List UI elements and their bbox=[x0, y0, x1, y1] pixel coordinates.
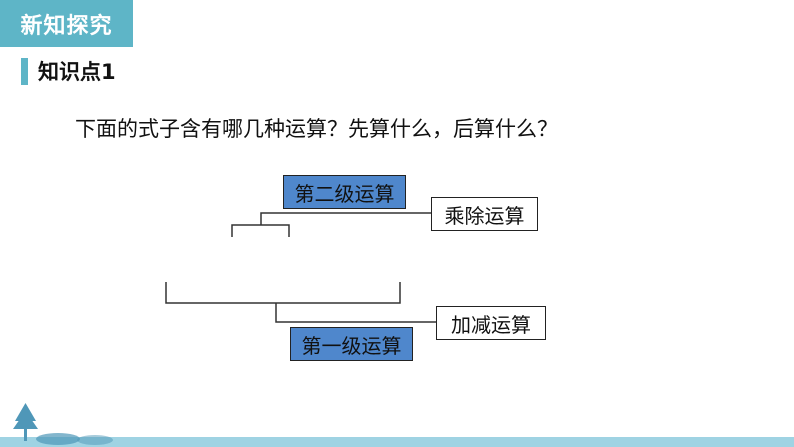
question-text: 下面的式子含有哪几种运算？先算什么，后算什么？ bbox=[75, 117, 558, 141]
footer-scenery bbox=[13, 403, 113, 445]
knowledge-point-marker bbox=[21, 58, 28, 85]
upper-connector-line bbox=[260, 212, 431, 225]
first-level-operation-label: 第一级运算 bbox=[301, 333, 402, 358]
footer-hill bbox=[36, 433, 80, 445]
lower-connector-line bbox=[275, 303, 436, 323]
footer-strip bbox=[0, 437, 794, 447]
addition-subtraction-box: 加减运算 bbox=[436, 306, 546, 340]
knowledge-point-title: 知识点1 bbox=[38, 60, 116, 84]
multiplication-division-box: 乘除运算 bbox=[431, 197, 538, 231]
second-level-operation-box: 第二级运算 bbox=[283, 175, 406, 209]
first-level-operation-box: 第一级运算 bbox=[290, 327, 413, 361]
section-title-banner: 新知探究 bbox=[0, 0, 133, 47]
upper-bracket bbox=[231, 224, 290, 237]
lower-bracket bbox=[165, 282, 401, 304]
second-level-operation-label: 第二级运算 bbox=[294, 181, 395, 206]
tree-icon bbox=[13, 403, 38, 441]
footer-hill-secondary bbox=[77, 435, 113, 445]
multiplication-division-label: 乘除运算 bbox=[444, 203, 525, 228]
section-title: 新知探究 bbox=[20, 13, 113, 39]
addition-subtraction-label: 加减运算 bbox=[451, 312, 531, 337]
